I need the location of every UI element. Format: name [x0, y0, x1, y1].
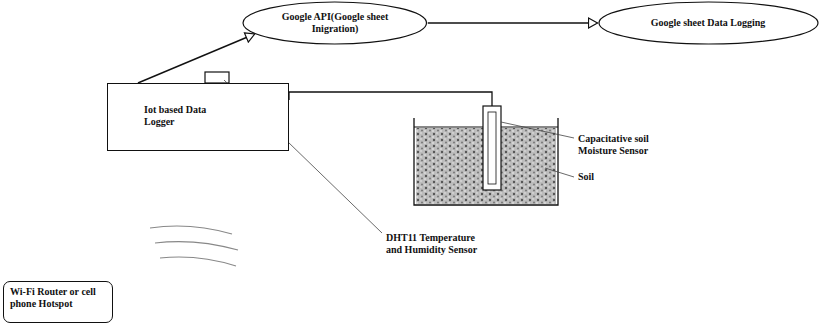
- connector-arrow: [428, 22, 598, 23]
- logger-box: Iot based Data Logger: [107, 83, 289, 151]
- wifi-wave: [155, 242, 238, 250]
- leader-line: [501, 122, 574, 138]
- cloud-ellipse: Google sheet Data Logging: [598, 1, 819, 45]
- wifi-wave: [150, 226, 232, 234]
- wifi-wave: [160, 257, 236, 266]
- part-label: Soil: [578, 171, 618, 183]
- router-box: Wi-Fi Router or cell phone Hotspot: [3, 281, 113, 323]
- node-text: Iot based Data Logger: [144, 104, 239, 128]
- connector-arrow: [138, 34, 255, 83]
- node-text: Google API(Google sheet Inigration): [273, 11, 398, 35]
- cloud-ellipse: Google API(Google sheet Inigration): [242, 1, 428, 45]
- sensor-wire: [289, 92, 492, 106]
- node-text: Wi-Fi Router or cell phone Hotspot: [10, 286, 100, 310]
- soil-probe: [483, 106, 501, 190]
- part-label: Capacitative soil Moisture Sensor: [578, 133, 676, 157]
- part-label: DHT11 Temperature and Humidity Sensor: [386, 232, 482, 256]
- node-text: Google sheet Data Logging: [633, 17, 783, 29]
- leader-line: [545, 168, 574, 177]
- probe-inner: [488, 112, 496, 184]
